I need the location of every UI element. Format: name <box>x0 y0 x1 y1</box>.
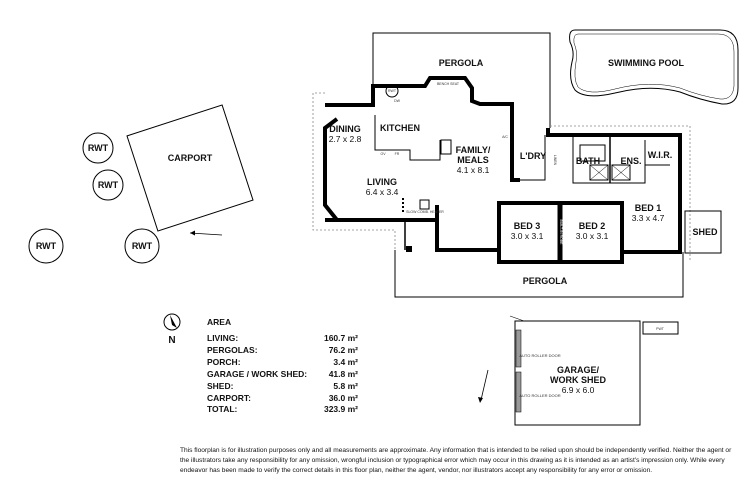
room-bath: BATH <box>576 156 600 166</box>
svg-text:PWT: PWT <box>656 327 665 331</box>
north-arrow-icon: N <box>163 313 181 346</box>
svg-text:GARAGE / WORK SHED:: GARAGE / WORK SHED: <box>207 369 307 379</box>
room-laundry: L'DRY <box>520 151 546 161</box>
svg-text:RWT: RWT <box>98 180 119 190</box>
linen-label: LINEN <box>553 155 557 166</box>
svg-text:PORCH:: PORCH: <box>207 357 241 367</box>
room-size: 4.1 x 8.1 <box>457 165 490 175</box>
svg-text:TOTAL:: TOTAL: <box>207 404 238 414</box>
heater-label: SLOW COMB. HEATER <box>406 210 444 214</box>
room-bed3: BED 3 <box>514 221 541 231</box>
svg-text:N: N <box>168 335 175 346</box>
svg-text:41.8 m²: 41.8 m² <box>329 369 358 379</box>
room-family: FAMILY/ <box>456 145 491 155</box>
dw-label: DW <box>394 99 401 103</box>
svg-text:CARPORT: CARPORT <box>168 153 213 163</box>
svg-text:323.9 m²: 323.9 m² <box>324 404 358 414</box>
room-size: 3.0 x 3.1 <box>511 231 544 241</box>
svg-text:PERGOLA: PERGOLA <box>439 58 484 68</box>
room-wir: W.I.R. <box>648 150 673 160</box>
svg-text:SHED:: SHED: <box>207 381 234 391</box>
swimming-pool: SWIMMING POOL <box>569 29 739 105</box>
svg-text:CARPORT:: CARPORT: <box>207 393 251 403</box>
svg-text:RWT: RWT <box>88 143 109 153</box>
svg-text:LIVING:: LIVING: <box>207 333 238 343</box>
rwt-small-label: RWT <box>388 89 397 93</box>
room-size: 3.3 x 4.7 <box>632 213 665 223</box>
svg-text:6.9 x 6.0: 6.9 x 6.0 <box>562 385 595 395</box>
pergola-bottom: PERGOLA <box>394 250 684 298</box>
svg-text:GARAGE/: GARAGE/ <box>557 365 600 375</box>
fridge-label: FR <box>395 152 400 156</box>
room-ensuite: ENS. <box>620 156 641 166</box>
room-bed2: BED 2 <box>579 221 606 231</box>
svg-text:WORK SHED: WORK SHED <box>550 375 607 385</box>
svg-text:AUTO ROLLER DOOR: AUTO ROLLER DOOR <box>519 353 560 358</box>
rwt-tank: RWT <box>92 169 124 201</box>
room-living: LIVING <box>367 177 397 187</box>
room-size: 6.4 x 3.4 <box>366 187 399 197</box>
bench-seat-label: BENCH SEAT <box>437 82 460 86</box>
room-kitchen: KITCHEN <box>380 123 420 133</box>
room-size: 2.7 x 2.8 <box>329 134 362 144</box>
svg-text:RWT: RWT <box>36 241 57 251</box>
rwt-tank: RWT <box>82 132 114 164</box>
svg-text:PERGOLA: PERGOLA <box>523 276 568 286</box>
direction-arrow-icon <box>189 230 223 236</box>
garage-work-shed: AUTO ROLLER DOOR AUTO ROLLER DOOR GARAGE… <box>509 315 679 426</box>
svg-text:160.7 m²: 160.7 m² <box>324 333 358 343</box>
direction-arrow-icon <box>478 369 489 403</box>
svg-text:3.4 m²: 3.4 m² <box>333 357 358 367</box>
svg-text:PERGOLAS:: PERGOLAS: <box>207 345 258 355</box>
built-in-robe-label: BUILT-IN ROBE <box>559 219 563 245</box>
svg-text:SHED: SHED <box>692 227 718 237</box>
svg-text:76.2 m²: 76.2 m² <box>329 345 358 355</box>
svg-text:RWT: RWT <box>132 241 153 251</box>
ov-label: OV <box>380 152 386 156</box>
room-family-line2: MEALS <box>457 155 489 165</box>
svg-text:36.0 m²: 36.0 m² <box>329 393 358 403</box>
svg-text:AUTO ROLLER DOOR: AUTO ROLLER DOOR <box>519 393 560 398</box>
rwt-tank: RWT <box>124 228 160 264</box>
room-size: 3.0 x 3.1 <box>576 231 609 241</box>
ac-label: A/C <box>502 135 508 139</box>
area-title: AREA <box>207 317 231 327</box>
disclaimer: This floorplan is for illustration purpo… <box>180 447 732 475</box>
svg-text:SWIMMING POOL: SWIMMING POOL <box>608 58 684 68</box>
room-dining: DINING <box>329 124 361 134</box>
shed: SHED <box>684 210 722 254</box>
rwt-tank: RWT <box>28 228 64 264</box>
room-bed1: BED 1 <box>635 203 662 213</box>
area-table: AREA LIVING: 160.7 m² PERGOLAS: 76.2 m² … <box>207 317 358 414</box>
house-walls <box>323 76 682 264</box>
svg-text:5.8 m²: 5.8 m² <box>333 381 358 391</box>
carport: CARPORT <box>126 104 254 232</box>
pergola-top: PERGOLA <box>372 32 551 128</box>
